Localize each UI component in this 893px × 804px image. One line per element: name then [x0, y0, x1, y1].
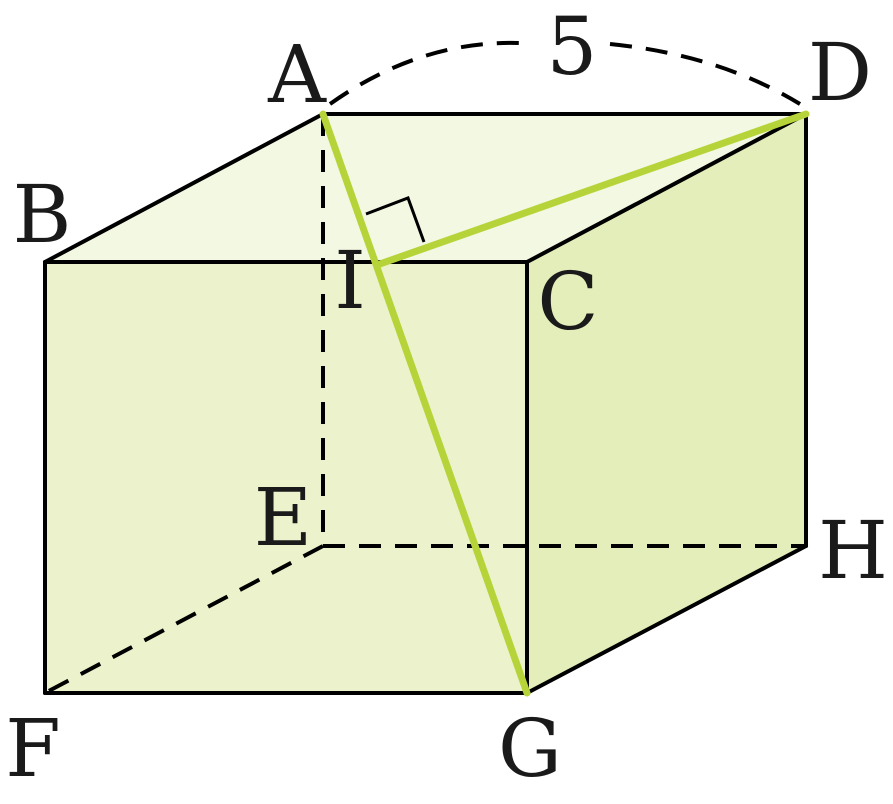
edge-GH	[525, 544, 808, 695]
front-face	[45, 262, 527, 693]
edge-EF-hidden	[44, 544, 324, 695]
measure-arc-AD	[328, 40, 521, 106]
vertex-label-G: G	[498, 702, 562, 795]
vertex-label-F: F	[5, 702, 61, 795]
segment-DI	[373, 110, 810, 269]
vertex-label-C: C	[537, 255, 598, 348]
vertex-label-E: E	[254, 471, 312, 564]
segment-AG	[319, 110, 531, 697]
vertex-label-B: B	[13, 168, 72, 261]
measure-label-AD: 5	[547, 0, 598, 93]
right-face	[527, 114, 806, 693]
right-angle-mark	[365, 196, 426, 243]
vertex-label-D: D	[808, 26, 872, 119]
vertex-label-H: H	[818, 504, 888, 597]
vertex-label-I: I	[334, 234, 366, 327]
vertex-label-A: A	[267, 28, 327, 121]
measure-arc-AD-right	[609, 42, 802, 106]
top-face	[45, 114, 806, 262]
